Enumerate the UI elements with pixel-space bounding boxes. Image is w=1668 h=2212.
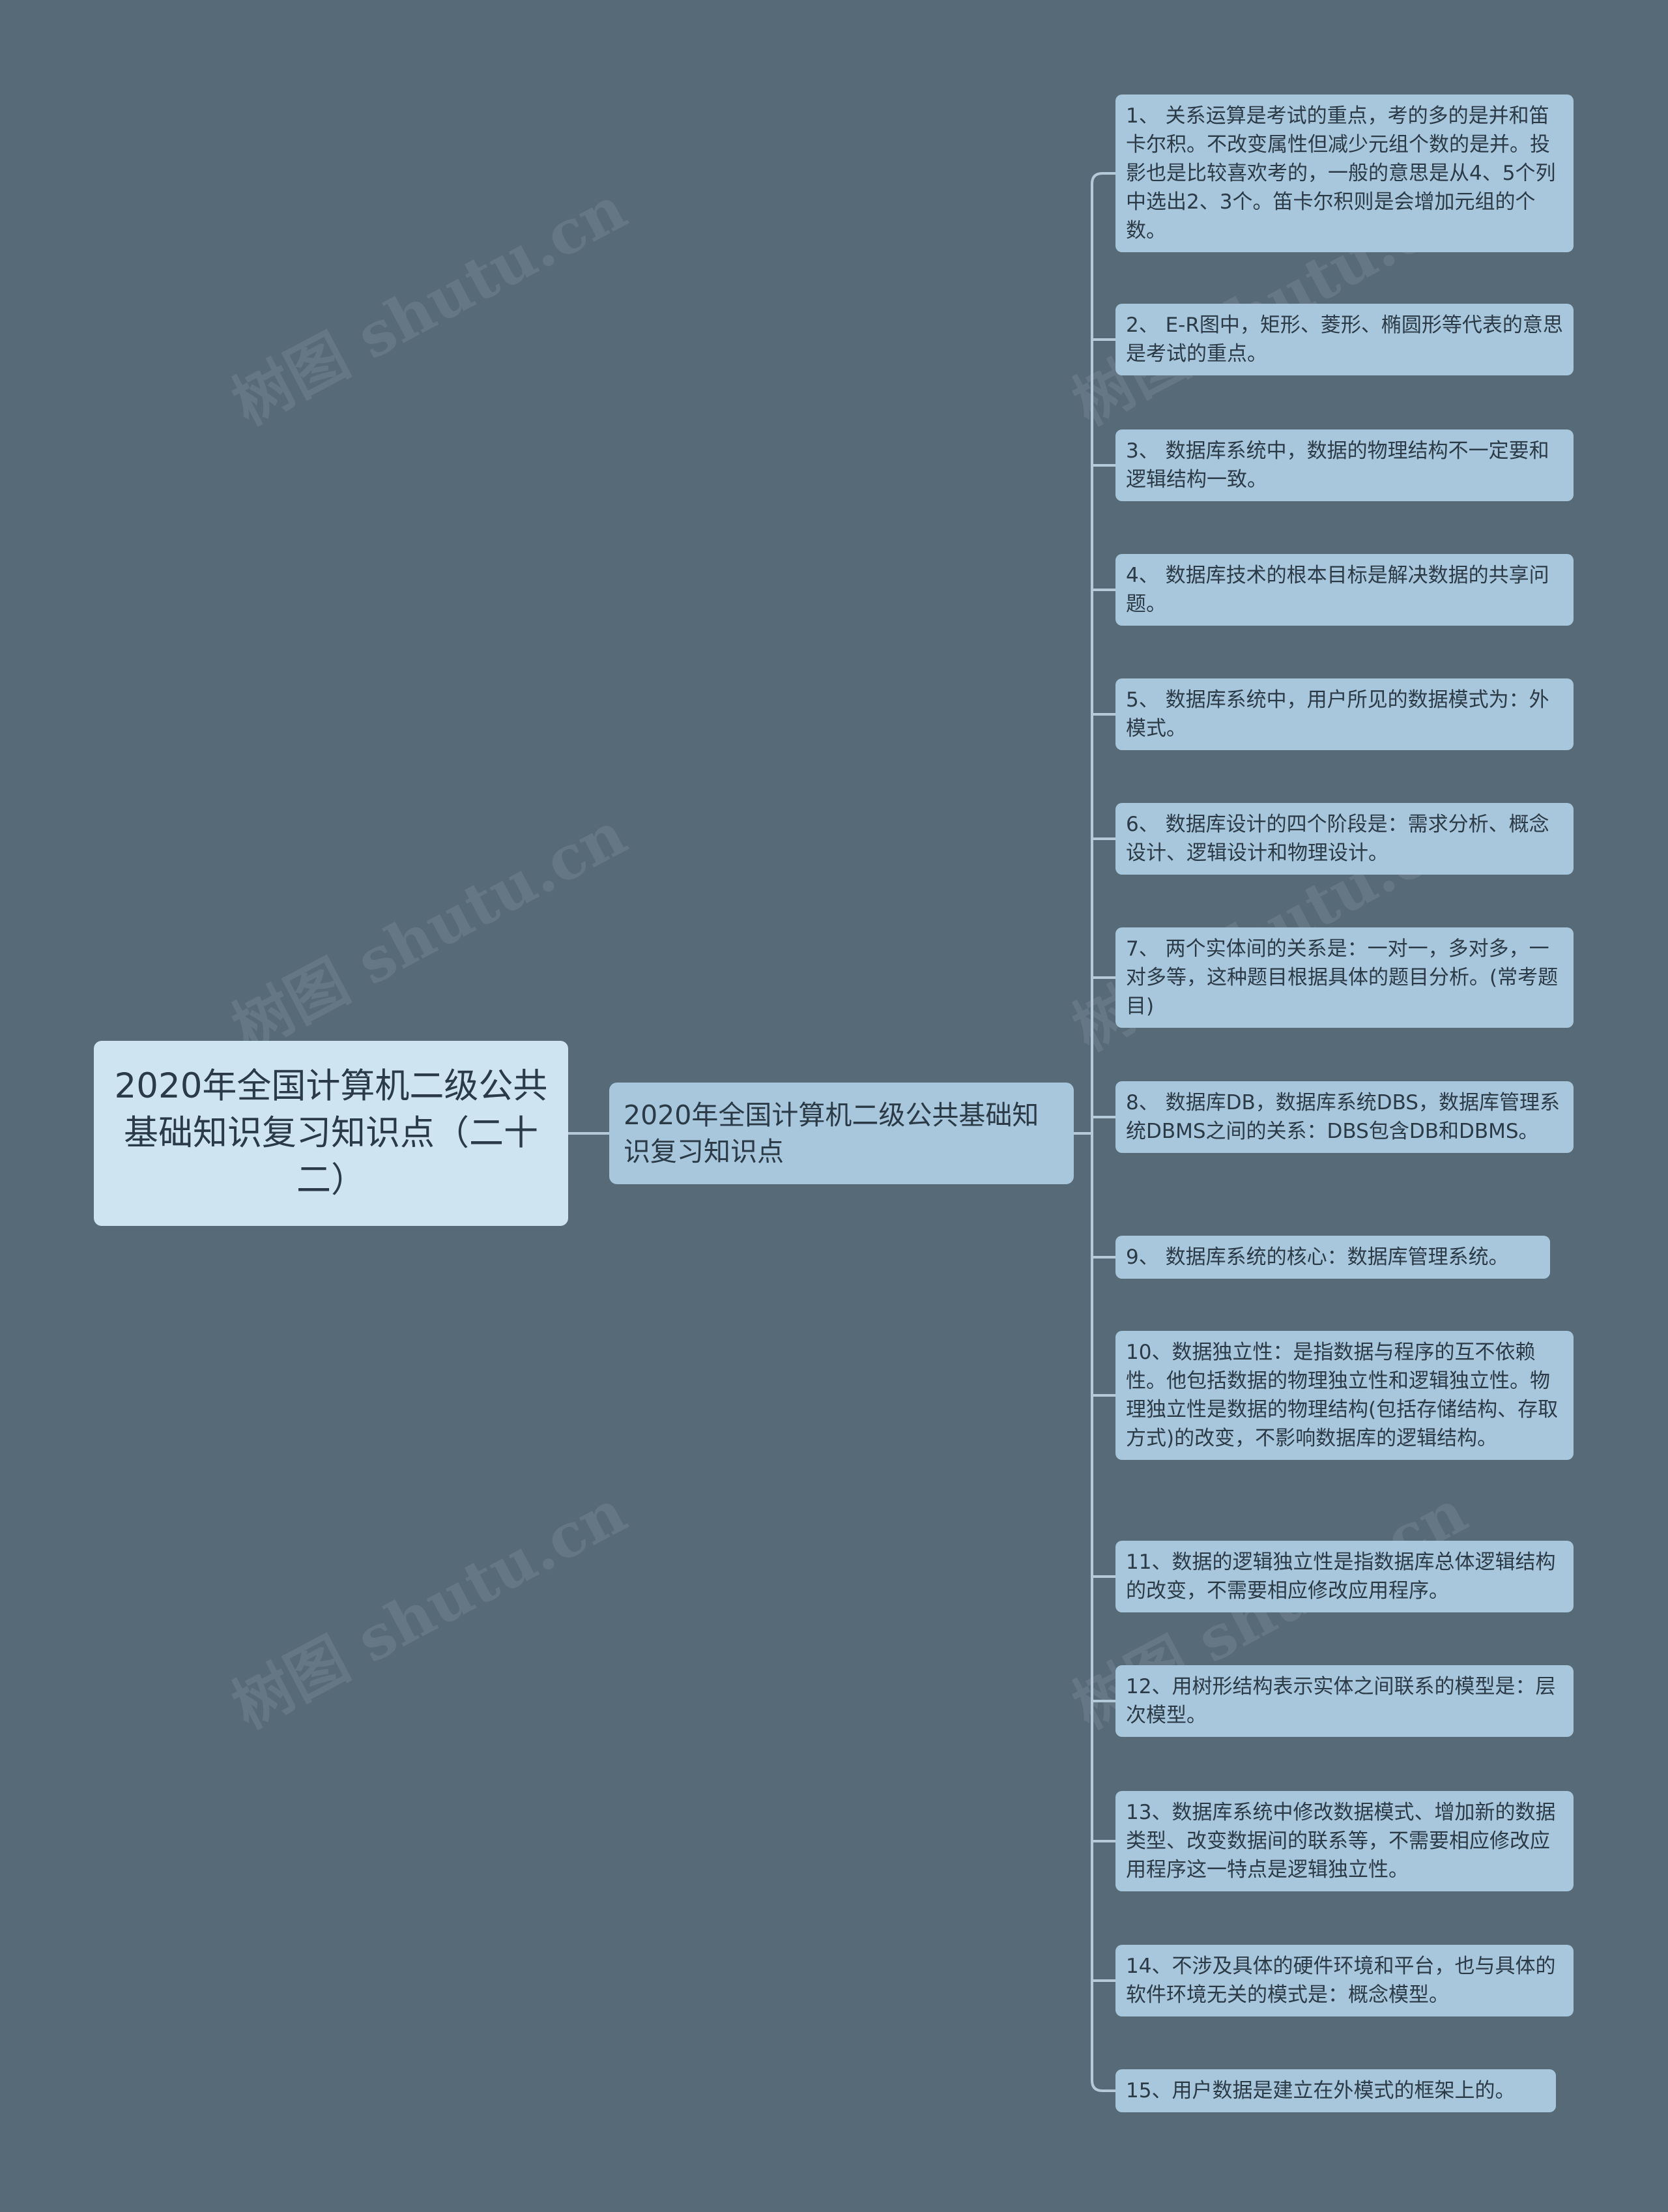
leaf-node-4[interactable]: 4、 数据库技术的根本目标是解决数据的共享问题。 [1115, 554, 1574, 626]
leaf-node-7[interactable]: 7、 两个实体间的关系是：一对一，多对多，一对多等，这种题目根据具体的题目分析。… [1115, 927, 1574, 1028]
leaf-node-12[interactable]: 12、用树形结构表示实体之间联系的模型是：层次模型。 [1115, 1665, 1574, 1737]
leaf-node-11[interactable]: 11、数据的逻辑独立性是指数据库总体逻辑结构的改变，不需要相应修改应用程序。 [1115, 1541, 1574, 1612]
leaf-connector [1091, 2080, 1115, 2092]
leaf-node-2[interactable]: 2、 E-R图中，矩形、菱形、椭圆形等代表的意思是考试的重点。 [1115, 304, 1574, 375]
root-node[interactable]: 2020年全国计算机二级公共基础知识复习知识点（二十二） [94, 1041, 568, 1226]
leaf-node-14[interactable]: 14、不涉及具体的硬件环境和平台，也与具体的软件环境无关的模式是：概念模型。 [1115, 1945, 1574, 2016]
leaf-node-15[interactable]: 15、用户数据是建立在外模式的框架上的。 [1115, 2069, 1556, 2112]
leaf-node-13[interactable]: 13、数据库系统中修改数据模式、增加新的数据类型、改变数据间的联系等，不需要相应… [1115, 1791, 1574, 1891]
leaf-node-5[interactable]: 5、 数据库系统中，用户所见的数据模式为：外模式。 [1115, 678, 1574, 750]
leaf-node-8[interactable]: 8、 数据库DB，数据库系统DBS，数据库管理系统DBMS之间的关系：DBS包含… [1115, 1081, 1574, 1153]
leaf-node-10[interactable]: 10、数据独立性：是指数据与程序的互不依赖性。他包括数据的物理独立性和逻辑独立性… [1115, 1331, 1574, 1460]
leaf-node-6[interactable]: 6、 数据库设计的四个阶段是：需求分析、概念设计、逻辑设计和物理设计。 [1115, 803, 1574, 875]
leaf-node-9[interactable]: 9、 数据库系统的核心：数据库管理系统。 [1115, 1236, 1550, 1279]
leaf-connector [1091, 172, 1115, 184]
branch-node[interactable]: 2020年全国计算机二级公共基础知识复习知识点 [609, 1083, 1074, 1184]
leaf-node-3[interactable]: 3、 数据库系统中，数据的物理结构不一定要和逻辑结构一致。 [1115, 429, 1574, 501]
leaf-node-1[interactable]: 1、 关系运算是考试的重点，考的多的是并和笛卡尔积。不改变属性但减少元组个数的是… [1115, 95, 1574, 252]
